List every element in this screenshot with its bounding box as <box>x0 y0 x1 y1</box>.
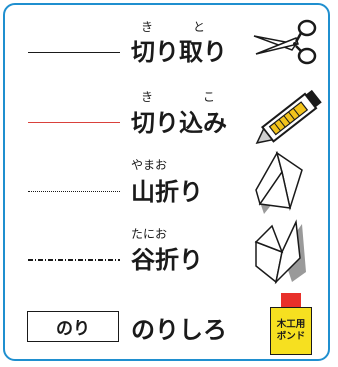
label-norishiro: のりしろ <box>131 316 227 344</box>
ruby-to: と <box>193 20 206 34</box>
glue-bottle-text-top: 木工用 <box>276 319 306 330</box>
valley-fold-icon <box>254 219 306 285</box>
glue-bottle-text-bottom: ボンド <box>276 331 306 342</box>
scissors-icon <box>253 19 317 65</box>
mountain-fold-icon <box>255 151 303 214</box>
label-kiritori: 切り取り <box>131 38 227 66</box>
solid-cut-line <box>28 52 120 53</box>
ruby-ki-1: き <box>141 20 154 34</box>
glue-bottle-icon: 木工用 ボンド <box>268 293 314 357</box>
label-taniori: 谷折り <box>131 246 203 274</box>
ruby-ko: こ <box>203 90 216 104</box>
dotted-mountain-line <box>28 191 120 192</box>
ruby-taniori: たにお <box>131 227 168 241</box>
glue-bottle-body: 木工用 ボンド <box>270 307 312 355</box>
label-kirikomi: 切り込み <box>131 109 227 137</box>
glue-margin-box: のり <box>27 311 119 342</box>
dash-dot-valley-line <box>28 259 120 261</box>
label-yamaori: 山折り <box>131 178 203 206</box>
ruby-ki-2: き <box>141 90 154 104</box>
cutter-knife-icon <box>255 89 322 144</box>
glue-bottle-cap <box>281 293 301 307</box>
glue-margin-box-label: のり <box>56 319 90 339</box>
ruby-yamaori: やまお <box>131 158 168 172</box>
legend-frame <box>3 3 330 361</box>
red-score-line <box>28 122 120 123</box>
